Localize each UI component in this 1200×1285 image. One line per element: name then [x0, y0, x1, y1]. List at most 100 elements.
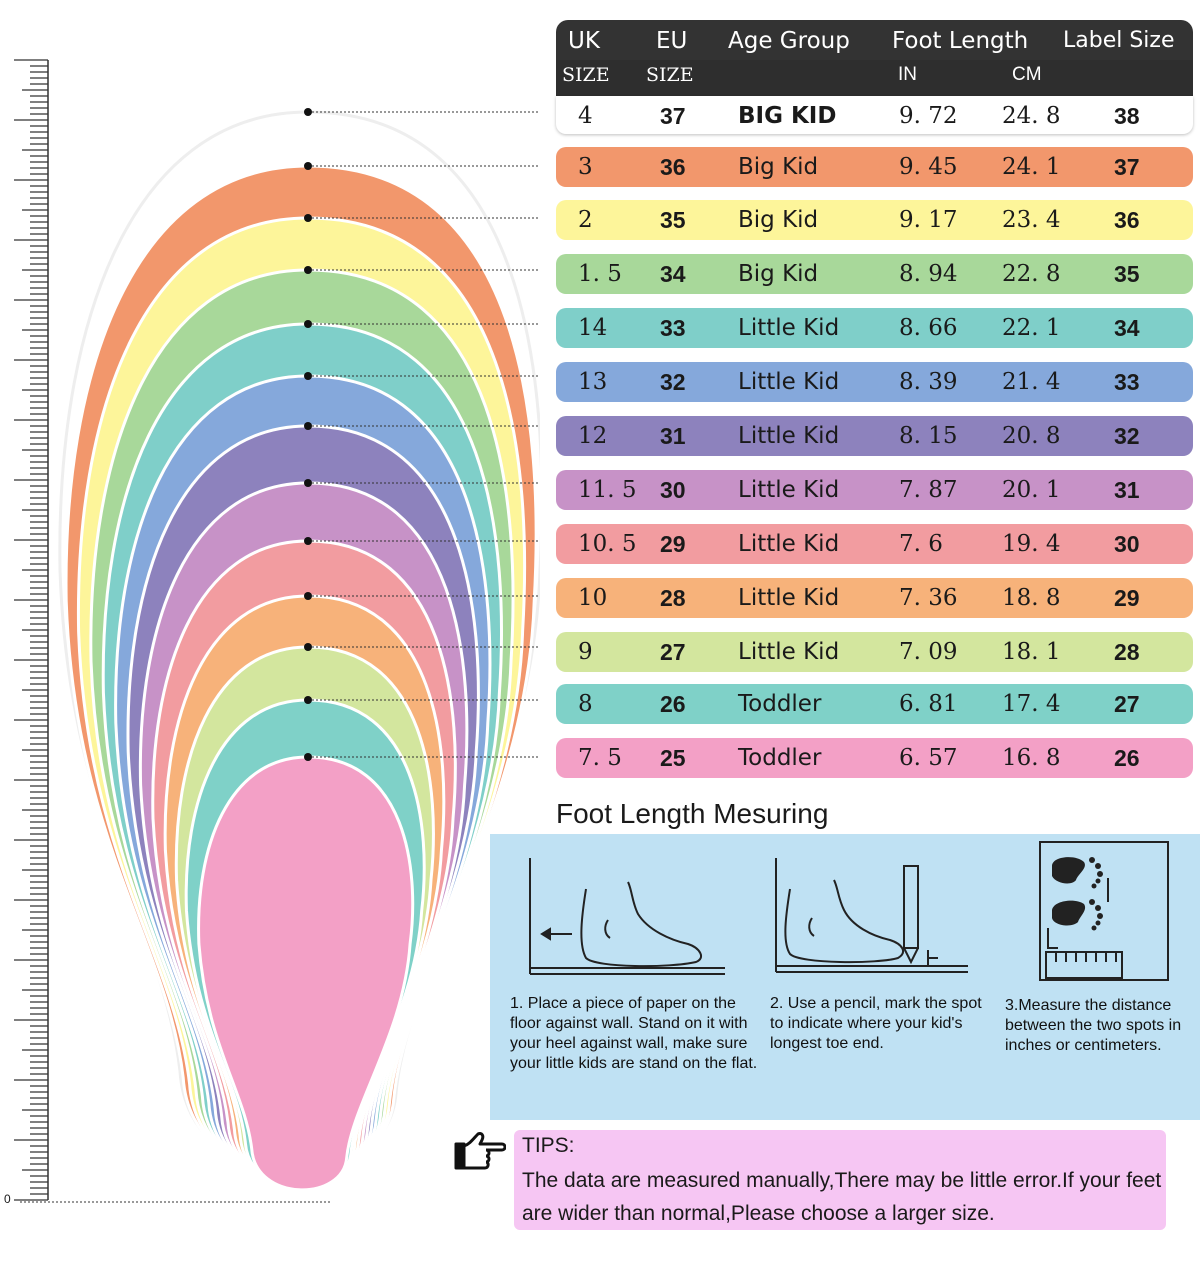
cell-eu: 30: [660, 477, 686, 503]
size-table-header: UK EU Age Group Foot Length Label Size S…: [556, 20, 1193, 100]
cell-age-group: Big Kid: [738, 154, 819, 180]
header-age-group: Age Group: [728, 28, 850, 54]
cell-age-group: Big Kid: [738, 261, 819, 287]
cell-label-size: 32: [1114, 423, 1140, 449]
cell-label-size: 26: [1114, 745, 1140, 771]
toe-marker-dot: [304, 479, 312, 487]
cell-age-group: Little Kid: [738, 531, 840, 557]
tips-title: TIPS:: [522, 1134, 575, 1157]
cell-label-size: 33: [1114, 369, 1140, 395]
cell-uk: 14: [578, 315, 608, 341]
cell-eu: 31: [660, 423, 686, 449]
subheader-uk-size: SIZE: [562, 64, 610, 86]
cell-inches: 6. 57: [899, 745, 958, 771]
step-2-text: 2. Use a pencil, mark the spot to indica…: [770, 995, 982, 1052]
cell-age-group: Big Kid: [738, 207, 819, 233]
header-uk: UK: [568, 28, 600, 54]
toe-marker-dot: [304, 108, 312, 116]
cell-label-size: 27: [1114, 691, 1140, 717]
cell-centimeters: 17. 4: [1002, 691, 1061, 717]
cell-inches: 6. 81: [899, 691, 958, 717]
cell-eu: 36: [660, 154, 686, 180]
cell-centimeters: 21. 4: [1002, 369, 1061, 395]
subheader-eu-size: SIZE: [646, 64, 694, 86]
pointing-hand-icon: [454, 1132, 506, 1170]
cell-uk: 10. 5: [578, 531, 637, 557]
cell-label-size: 29: [1114, 585, 1140, 611]
cell-age-group: Little Kid: [738, 369, 840, 395]
cell-centimeters: 19. 4: [1002, 531, 1061, 557]
measuring-panel: 1. Place a piece of paper on the floor a…: [490, 834, 1200, 1120]
cell-eu: 29: [660, 531, 686, 557]
subheader-in: IN: [898, 64, 917, 85]
cell-inches: 7. 87: [899, 477, 958, 503]
cell-centimeters: 23. 4: [1002, 207, 1061, 233]
cell-label-size: 36: [1114, 207, 1140, 233]
cell-label-size: 34: [1114, 315, 1140, 341]
cell-uk: 13: [578, 369, 608, 395]
toe-marker-dot: [304, 320, 312, 328]
cell-inches: 8. 39: [899, 369, 958, 395]
cell-eu: 37: [660, 103, 686, 129]
measuring-ruler: [14, 59, 49, 1201]
cell-uk: 1. 5: [578, 261, 622, 287]
cell-inches: 9. 17: [899, 207, 958, 233]
toe-marker-dot: [304, 372, 312, 380]
step-1-text: 1. Place a piece of paper on the floor a…: [510, 995, 758, 1072]
cell-inches: 8. 66: [899, 315, 958, 341]
cell-centimeters: 18. 1: [1002, 639, 1061, 665]
cell-uk: 12: [578, 423, 608, 449]
cell-centimeters: 24. 8: [1002, 103, 1061, 129]
toe-marker-dot: [304, 696, 312, 704]
header-foot-length: Foot Length: [892, 28, 1029, 54]
cell-centimeters: 18. 8: [1002, 585, 1061, 611]
toe-marker-dot: [304, 592, 312, 600]
cell-uk: 9: [578, 639, 593, 665]
header-eu: EU: [656, 28, 688, 54]
toe-marker-dot: [304, 753, 312, 761]
toe-marker-dot: [304, 643, 312, 651]
subheader-cm: CM: [1012, 64, 1042, 85]
cell-label-size: 35: [1114, 261, 1140, 287]
cell-centimeters: 22. 8: [1002, 261, 1061, 287]
cell-age-group: Toddler: [738, 691, 822, 717]
cell-inches: 8. 94: [899, 261, 958, 287]
cell-uk: 8: [578, 691, 593, 717]
cell-inches: 7. 09: [899, 639, 958, 665]
cell-eu: 28: [660, 585, 686, 611]
pencil-mark-illustration: [775, 858, 968, 973]
cell-uk: 3: [578, 154, 593, 180]
cell-label-size: 37: [1114, 154, 1140, 180]
toe-marker-dot: [304, 537, 312, 545]
cell-uk: 11. 5: [578, 477, 637, 503]
cell-label-size: 31: [1114, 477, 1140, 503]
cell-uk: 7. 5: [578, 745, 622, 771]
cell-age-group: BIG KID: [738, 103, 837, 129]
measuring-title: Foot Length Mesuring: [556, 798, 829, 829]
cell-inches: 8. 15: [899, 423, 958, 449]
toe-marker-dot: [304, 422, 312, 430]
sole-outline-25: [197, 755, 415, 1192]
cell-age-group: Little Kid: [738, 477, 840, 503]
toe-marker-dot: [304, 162, 312, 170]
footprint-measure-illustration: [1039, 841, 1169, 981]
cell-age-group: Toddler: [738, 745, 822, 771]
cell-inches: 7. 6: [899, 531, 943, 557]
subheader-bar: [556, 60, 1193, 100]
step-3-text: 3.Measure the distance between the two s…: [1005, 997, 1182, 1054]
cell-eu: 26: [660, 691, 686, 717]
cell-age-group: Little Kid: [738, 639, 840, 665]
cell-inches: 7. 36: [899, 585, 958, 611]
cell-centimeters: 20. 1: [1002, 477, 1061, 503]
ruler-zero-label: 0: [4, 1192, 11, 1206]
